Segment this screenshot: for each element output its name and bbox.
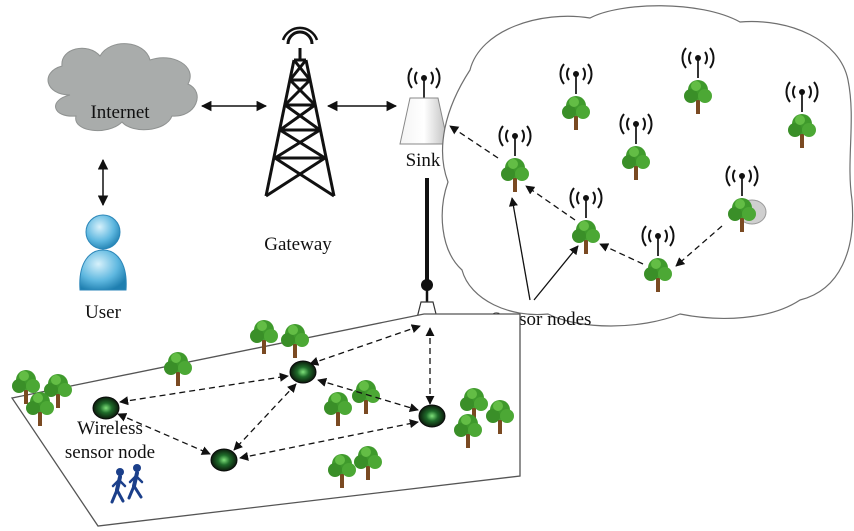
wireless-node-icon bbox=[418, 404, 446, 428]
sensor-node-trees bbox=[499, 48, 817, 292]
user-icon bbox=[79, 214, 127, 291]
user-label: User bbox=[85, 302, 122, 323]
internet-label: Internet bbox=[90, 102, 150, 123]
field-sensor-nodes bbox=[92, 360, 446, 472]
wireless-node-icon bbox=[92, 396, 120, 420]
sink-icon bbox=[399, 67, 449, 145]
wireless-node-label-line1: Wireless bbox=[77, 418, 143, 439]
sink-label: Sink bbox=[406, 150, 441, 171]
wireless-node-icon bbox=[210, 448, 238, 472]
gateway-tower-icon bbox=[264, 26, 336, 198]
sensor-nodes-pointer bbox=[508, 197, 579, 301]
internet-cloud-icon bbox=[47, 43, 198, 132]
wireless-node-label-line2: sensor node bbox=[65, 442, 155, 463]
walker-icon bbox=[110, 464, 144, 504]
field-links bbox=[117, 324, 435, 461]
wireless-node-icon bbox=[289, 360, 317, 384]
multihop-path bbox=[449, 125, 723, 267]
gateway-label: Gateway bbox=[264, 234, 332, 255]
